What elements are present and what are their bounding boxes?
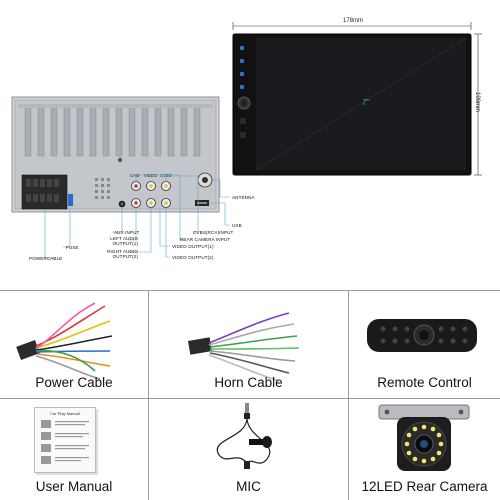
rear-panel-illustration <box>11 96 220 213</box>
horn-cable-image <box>187 312 300 382</box>
manual-contents-image <box>41 420 89 464</box>
accessory-label: Power Cable <box>35 375 113 390</box>
jack-label-video: VIDEO <box>144 173 158 178</box>
callout-video-output-1: VIDEO OUTPUT(1) <box>172 244 214 249</box>
head-unit-front-illustration <box>232 22 482 176</box>
accessory-remote-control: Remote Control <box>349 291 500 398</box>
mic-image <box>216 403 272 469</box>
grid-divider-v1 <box>148 291 149 500</box>
accessory-grid: Power Cable Horn Cable <box>0 290 500 500</box>
callout-aux-input: AUX INPUT <box>114 230 140 235</box>
accessory-horn-cable: Horn Cable <box>149 291 348 398</box>
width-dimension-label: 178mm <box>343 18 364 24</box>
callout-rear-camera-input: REAR CAMERA INPUT <box>180 237 231 242</box>
grid-divider-v2 <box>348 291 349 500</box>
callout-lines <box>44 174 230 259</box>
accessory-user-manual: Car Play Manual User Manual <box>0 399 148 500</box>
screen-size-label: 7" <box>362 98 370 107</box>
accessory-label: 12LED Rear Camera <box>361 479 488 494</box>
callout-fuse: FUSE <box>66 245 79 250</box>
accessory-rear-camera: 12LED Rear Camera <box>349 399 500 500</box>
accessory-label: Horn Cable <box>214 375 283 390</box>
rear-camera-image <box>378 404 470 471</box>
product-diagram: CAM VIDEO CVBS POWERCABLE <box>11 18 482 261</box>
accessory-mic: MIC <box>149 399 348 500</box>
callout-usb: USB <box>232 223 242 228</box>
callout-video-output-2: VIDEO OUTPUT(2) <box>172 255 214 260</box>
jack-label-cvbs: CVBS <box>160 173 172 178</box>
callout-cvbs-rca-input: CVBS(RCA)INPUT <box>193 230 234 235</box>
height-dimension-label: 100mm <box>474 92 480 113</box>
accessory-label: Remote Control <box>377 375 472 390</box>
callout-power-cable: POWERCABLE <box>29 256 63 261</box>
callout-antenna: ANTENNA <box>232 195 255 200</box>
accessory-label: MIC <box>236 479 261 494</box>
callout-right-audio-output: RIGHT AUDIO OUTPUT(2) <box>107 249 138 259</box>
callout-left-audio-output: LEFT AUDIO OUTPUT(1) <box>110 236 138 246</box>
grid-divider-h <box>0 398 500 399</box>
manual-booklet-image: Car Play Manual <box>34 407 96 473</box>
accessory-power-cable: Power Cable <box>0 291 148 398</box>
jack-label-cam: CAM <box>130 173 140 178</box>
accessory-label: User Manual <box>35 479 113 494</box>
manual-title: Car Play Manual <box>50 411 80 416</box>
remote-control-image <box>367 319 477 352</box>
power-cable-image <box>16 302 113 380</box>
